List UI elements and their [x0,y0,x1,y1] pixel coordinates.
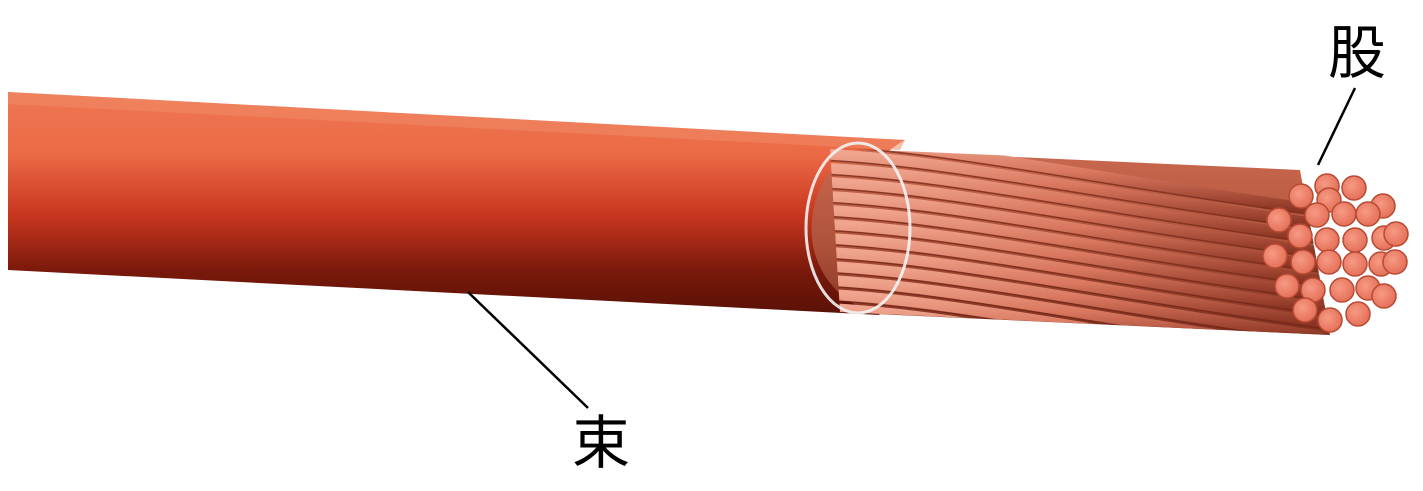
wire-shadow [830,159,1321,231]
wire-strand [830,232,1326,314]
insulation-jacket [8,92,905,315]
strand-end-circle [1288,183,1314,209]
strand-end-circle [1331,201,1357,227]
strand-end-circle [1383,221,1409,247]
strand-end-circle [1345,301,1371,327]
wire-strand [830,260,1326,335]
jacket-end-ring [804,141,912,315]
bundle-label: 束 [572,409,631,477]
strand-end-circle [1341,175,1367,201]
strand-end-circle [1316,249,1342,275]
wire-strand [830,204,1326,286]
jacket-highlight [8,92,905,150]
wire-strand [830,148,1326,216]
strand-end-circle [1329,277,1355,303]
strand-leader-line [1316,87,1357,166]
strand-label: 股 [1328,19,1387,87]
strand-end-circle [1266,207,1292,233]
wire-shadow [830,271,1321,335]
strand-end-circle [1287,223,1313,249]
strand-end-circle [1304,202,1330,228]
wire-shadow [830,201,1321,273]
strand-end-circle [1342,227,1368,253]
strand-ends [1262,173,1409,333]
strand-end-circle [1290,249,1316,275]
strand-end-circle [1382,249,1408,275]
strand-end-circle [1314,227,1340,253]
strand-end-circle [1355,201,1381,227]
wire-strand [830,274,1326,335]
wire-shadow [830,327,1321,335]
strand-end-circle [1371,283,1397,309]
wire-strand [830,148,1326,230]
bundle-leader-line [467,291,589,409]
wire-strand [830,288,1326,335]
strand-end-circle [1317,307,1343,333]
wire-strand [830,316,1326,335]
wire-shadow [830,285,1321,335]
wire-shadow [830,229,1321,301]
strand-end-circle [1262,243,1288,269]
wire-strand [830,162,1326,244]
wire-strand [830,190,1326,272]
wire-strand [830,176,1326,258]
strand-end-circle [1274,273,1300,299]
wire-shadow [830,243,1321,315]
strand-end-circle [1342,251,1368,277]
wire-shadow [830,257,1321,329]
wire-shadow [830,187,1321,259]
twisted-wires [830,148,1326,335]
wire-shadow [830,215,1321,287]
wire-shadow [830,173,1321,245]
strand-end-circle [1292,297,1318,323]
wire-strand [830,218,1326,300]
wire-shadow [830,148,1321,217]
wire-strand [830,246,1326,328]
